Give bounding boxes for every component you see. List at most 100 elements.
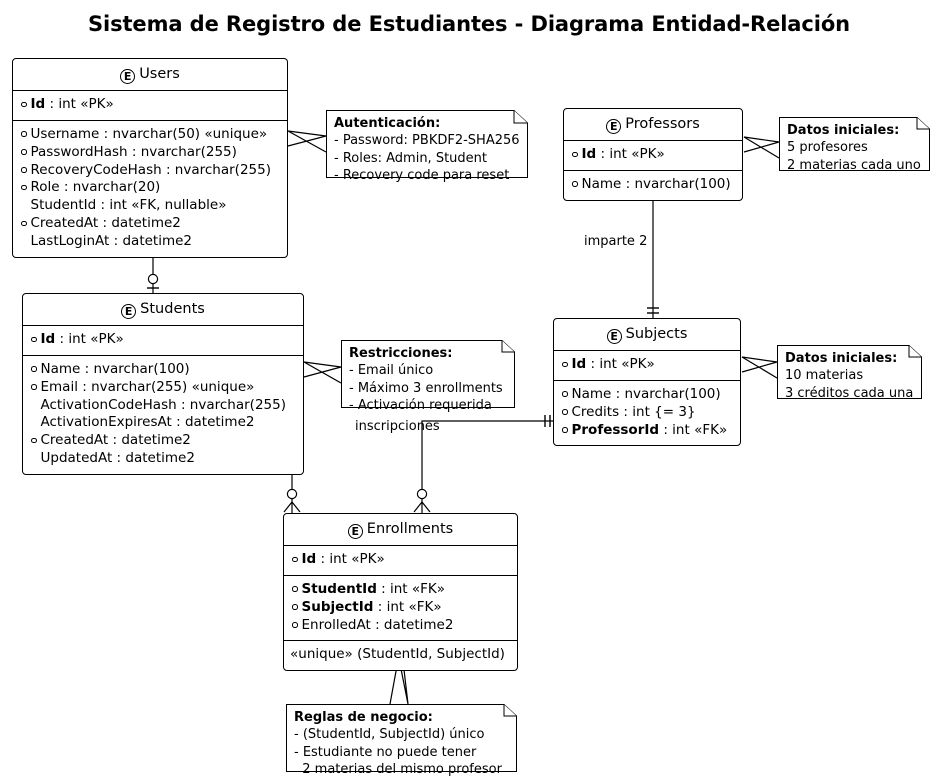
connector-professors-note-seed: [743, 136, 780, 159]
note-datos-iniciales-subjects[interactable]: Datos iniciales: 10 materias 3 créditos …: [777, 345, 922, 402]
attribute-marker-icon: [31, 456, 37, 462]
attribute-marker-icon: [21, 203, 27, 209]
note-restricciones-body: Restricciones: - Email único - Máximo 3 …: [349, 345, 507, 414]
attribute-name: ProfessorId: [571, 421, 660, 438]
attribute-type: : nvarchar(255): [176, 396, 286, 413]
attribute-marker-icon: [572, 151, 578, 158]
attribute-row: CreatedAt : datetime2: [19, 215, 281, 233]
attribute-marker-icon: [292, 622, 298, 628]
attribute-type: : int «FK, nullable»: [96, 197, 227, 214]
attribute-row: Id : int «PK»: [29, 331, 297, 349]
attribute-row: Id : int «PK»: [560, 356, 734, 374]
attribute-marker-icon: [562, 409, 568, 415]
note-title: Reglas de negocio:: [294, 710, 433, 725]
entity-students-name: Students: [140, 301, 205, 317]
entity-professors-name: Professors: [625, 116, 700, 132]
attribute-row: Id : int «PK»: [290, 551, 511, 569]
attribute-type: : int «PK»: [55, 331, 124, 348]
entity-subjects-name: Subjects: [625, 326, 688, 342]
entity-enrollments-pk-section: Id : int «PK»: [284, 546, 517, 576]
attribute-type: : int «FK»: [376, 580, 446, 597]
attribute-type: : nvarchar(100): [621, 175, 731, 192]
attribute-marker-icon: [562, 361, 568, 368]
note-line: 5 profesores: [787, 140, 868, 156]
attribute-name: ActivationExpiresAt: [40, 414, 172, 431]
entity-enrollments-attributes: StudentId : int «FK» SubjectId : int «FK…: [284, 576, 517, 642]
note-line: 10 materias: [785, 368, 864, 384]
attribute-name: UpdatedAt: [40, 450, 113, 466]
attribute-row: Role : nvarchar(20): [19, 179, 281, 197]
attribute-type: : int {= 3}: [619, 403, 696, 420]
attribute-row: EnrolledAt : datetime2: [290, 617, 511, 635]
note-line: - Activación requerida: [349, 397, 492, 413]
note-datos-iniciales-subjects-body: Datos iniciales: 10 materias 3 créditos …: [785, 350, 914, 402]
attribute-row: UpdatedAt : datetime2: [29, 450, 297, 468]
note-title: Autenticación:: [334, 116, 441, 131]
attribute-type: : nvarchar(100): [80, 360, 190, 377]
attribute-row: Id : int «PK»: [570, 146, 736, 164]
attribute-name: RecoveryCodeHash: [30, 161, 162, 178]
entity-enrollments-constraint: «unique» (StudentId, SubjectId): [290, 646, 505, 663]
edge-label-inscripciones: inscripciones: [355, 419, 440, 434]
note-line: - Password: PBKDF2-SHA256: [334, 133, 520, 149]
attribute-name: StudentId: [301, 580, 377, 597]
attribute-marker-icon: [562, 427, 568, 433]
entity-professors-attributes: Name : nvarchar(100): [564, 171, 742, 200]
attribute-marker-icon: [21, 220, 27, 226]
connector-students-note-constraints: [303, 361, 342, 384]
note-autenticacion[interactable]: Autenticación: - Password: PBKDF2-SHA256…: [326, 110, 528, 183]
note-line: - Roles: Admin, Student: [334, 150, 487, 166]
entity-icon: E: [606, 329, 622, 344]
attribute-type: : datetime2: [370, 616, 454, 633]
page-title: Sistema de Registro de Estudiantes - Dia…: [87, 12, 851, 36]
attribute-type: : nvarchar(255) «unique»: [77, 378, 255, 395]
attribute-marker-icon: [21, 167, 27, 173]
note-restricciones[interactable]: Restricciones: - Email único - Máximo 3 …: [341, 340, 515, 413]
attribute-marker-icon: [292, 604, 298, 610]
attribute-type: : nvarchar(100): [611, 385, 721, 402]
note-line: - Estudiante no puede tener: [294, 744, 477, 760]
attribute-name: Name: [571, 385, 612, 402]
attribute-marker-icon: [31, 437, 37, 444]
attribute-type: : datetime2: [108, 432, 191, 449]
entity-icon: E: [606, 119, 622, 134]
attribute-row: ProfessorId : int «FK»: [560, 422, 734, 440]
entity-icon: E: [120, 69, 136, 84]
attribute-name: ActivationCodeHash: [40, 396, 177, 413]
note-reglas-de-negocio[interactable]: Reglas de negocio: - (StudentId, Subject…: [286, 704, 517, 777]
attribute-row: CreatedAt : datetime2: [29, 432, 297, 450]
attribute-type: : datetime2: [171, 414, 255, 431]
note-line: 2 materias del mismo profesor: [294, 761, 502, 777]
attribute-type: : int «FK»: [373, 598, 442, 615]
attribute-marker-icon: [292, 556, 298, 563]
attribute-row: StudentId : int «FK, nullable»: [19, 197, 281, 215]
entity-professors-pk-section: Id : int «PK»: [564, 141, 742, 171]
attribute-name: Id: [40, 331, 56, 348]
attribute-marker-icon: [21, 184, 27, 191]
attribute-type: : int «PK»: [596, 146, 665, 163]
attribute-marker-icon: [21, 238, 27, 244]
note-datos-iniciales-professors[interactable]: Datos iniciales: 5 profesores 2 materias…: [779, 117, 930, 173]
attribute-type: : int «PK»: [586, 356, 655, 373]
attribute-type: : int «PK»: [316, 551, 385, 568]
attribute-name: Name: [581, 175, 622, 192]
attribute-name: Role: [30, 179, 60, 196]
note-line: 3 créditos cada una: [785, 385, 914, 401]
attribute-name: CreatedAt: [40, 432, 109, 449]
attribute-marker-icon: [31, 366, 37, 372]
entity-users-name: Users: [139, 66, 180, 82]
attribute-row: SubjectId : int «FK»: [290, 599, 511, 617]
attribute-marker-icon: [31, 384, 37, 390]
connector-subjects-note-seed: [741, 356, 778, 379]
attribute-marker-icon: [31, 402, 37, 408]
attribute-type: : nvarchar(255): [161, 161, 271, 178]
attribute-marker-icon: [572, 181, 578, 187]
attribute-row: StudentId : int «FK»: [290, 581, 511, 599]
attribute-name: Id: [30, 96, 46, 113]
